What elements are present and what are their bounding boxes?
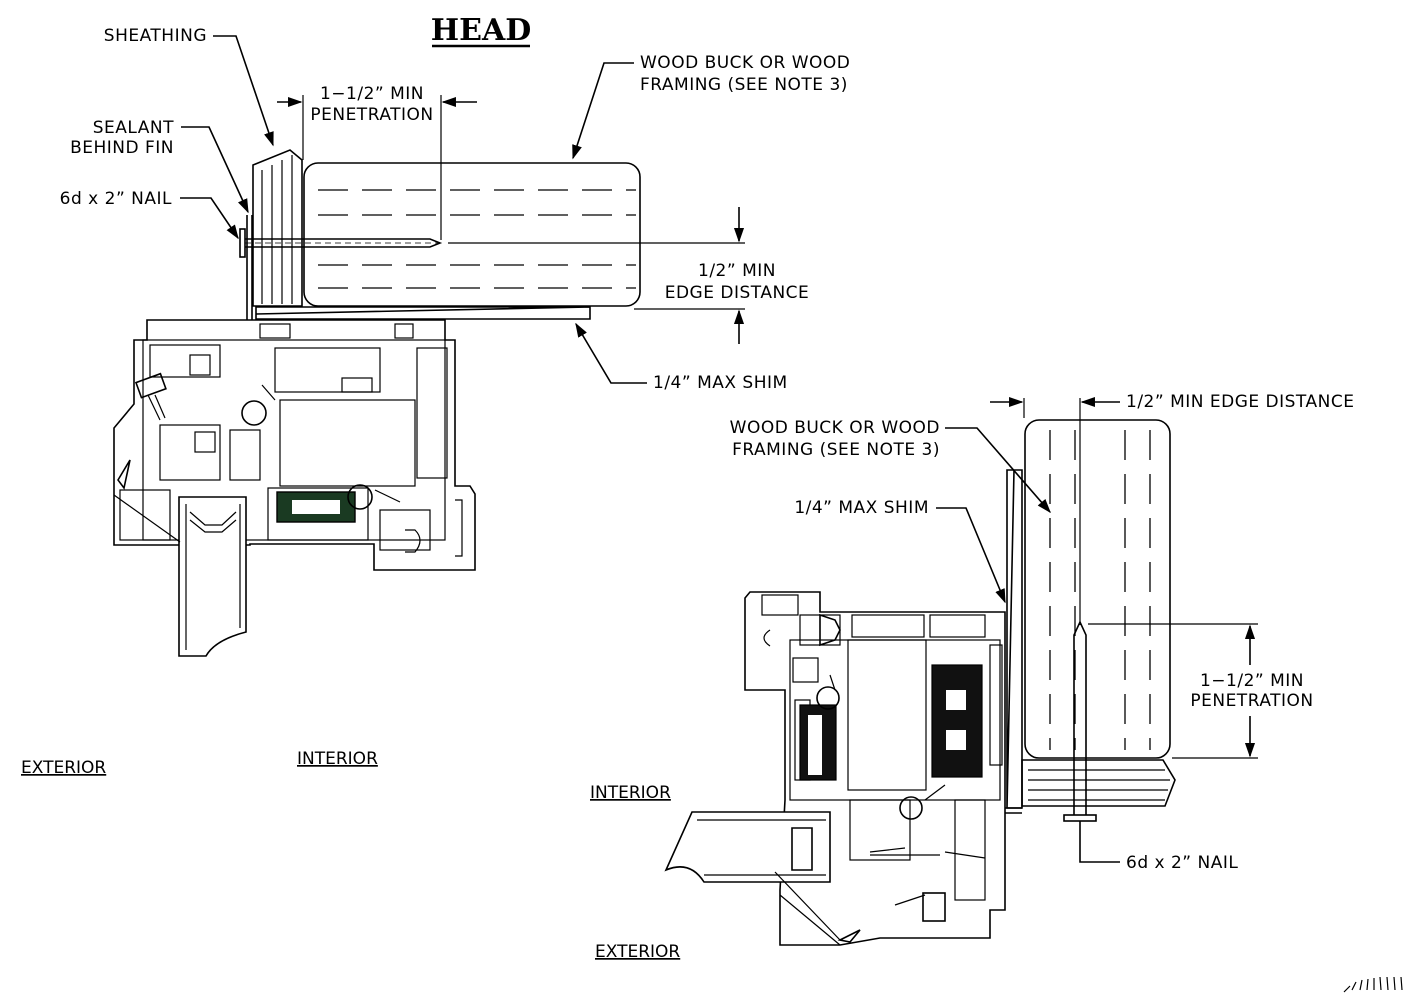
head-frame-profile xyxy=(113,319,476,571)
nail-label: 6d x 2” NAIL xyxy=(60,189,172,209)
jamb-buck-label-line1: WOOD BUCK OR WOOD xyxy=(730,418,940,438)
jamb-wood-buck xyxy=(1024,419,1171,759)
jamb-exterior-label: EXTERIOR xyxy=(595,942,680,962)
jamb-interior-label: INTERIOR xyxy=(590,783,671,803)
jamb-shim-label: 1/4” MAX SHIM xyxy=(794,498,929,518)
edge-distance-label-line1: 1/2” MIN xyxy=(698,261,776,281)
exterior-label: EXTERIOR xyxy=(21,758,106,778)
jamb-frame-profile xyxy=(744,591,1006,946)
jamb-shim xyxy=(1006,469,1023,809)
jamb-steel-reinforcement xyxy=(931,664,983,778)
jamb-detail: 1/2” MIN EDGE DISTANCE WOOD BUCK OR WOOD… xyxy=(590,392,1354,962)
edge-distance-label-line2: EDGE DISTANCE xyxy=(665,283,810,303)
jamb-penetration-label-line2: PENETRATION xyxy=(1190,691,1313,711)
penetration-label-line1: 1−1/2” MIN xyxy=(320,84,424,104)
head-detail: SHEATHING 1−1/2” MIN PENETRATION WOOD BU… xyxy=(21,26,850,778)
jamb-penetration-label-line1: 1−1/2” MIN xyxy=(1200,671,1304,691)
buck-label-line2: FRAMING (SEE NOTE 3) xyxy=(640,75,848,95)
shim-label: 1/4” MAX SHIM xyxy=(653,373,788,393)
head-sheathing xyxy=(252,149,303,307)
penetration-label-line2: PENETRATION xyxy=(310,105,433,125)
head-shim xyxy=(255,306,591,320)
drawing-title: HEAD xyxy=(431,13,532,48)
sealant-label-line1: SEALANT xyxy=(93,118,174,138)
jamb-buck-label-line2: FRAMING (SEE NOTE 3) xyxy=(732,440,940,460)
jamb-nail xyxy=(1063,620,1097,822)
jamb-edge-distance-label: 1/2” MIN EDGE DISTANCE xyxy=(1126,392,1354,412)
head-sash xyxy=(113,494,247,657)
sealant-label-line2: BEHIND FIN xyxy=(70,138,174,158)
sheathing-label: SHEATHING xyxy=(104,26,207,46)
jamb-sheathing xyxy=(1021,759,1176,807)
buck-label-line1: WOOD BUCK OR WOOD xyxy=(640,53,850,73)
interior-label: INTERIOR xyxy=(297,749,378,769)
head-nail xyxy=(239,228,443,258)
scan-edge-mark xyxy=(1343,976,1403,993)
jamb-nail-label: 6d x 2” NAIL xyxy=(1126,853,1238,873)
jamb-sash xyxy=(664,811,841,946)
head-wood-buck xyxy=(303,162,641,307)
